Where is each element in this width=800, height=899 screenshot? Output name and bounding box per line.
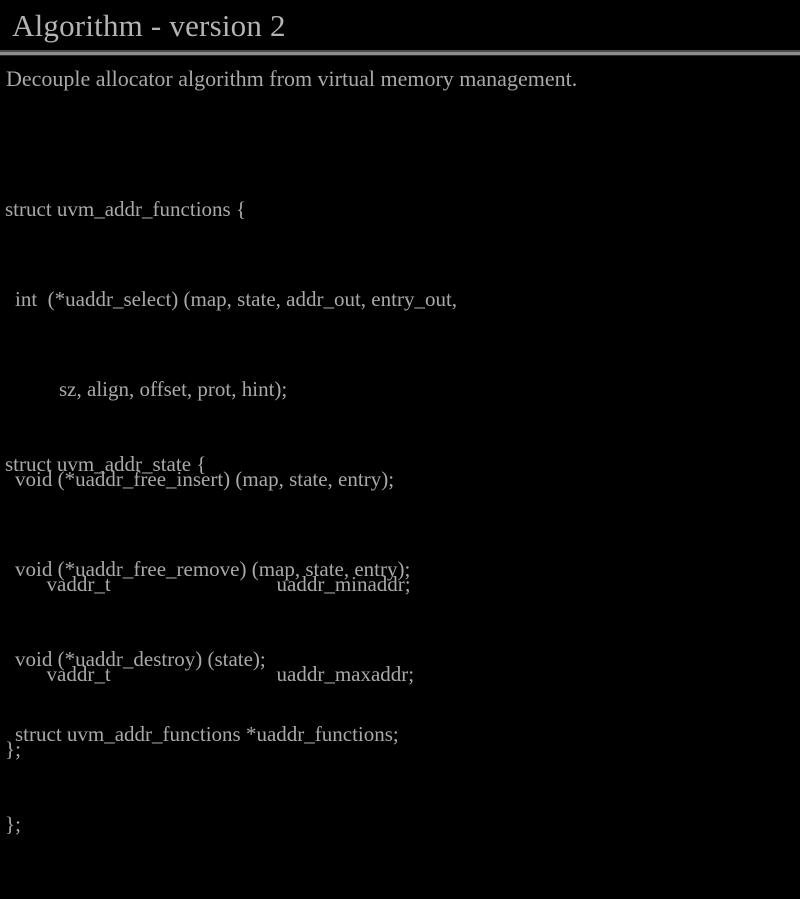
divider-dark-line — [0, 50, 800, 52]
member-type: vaddr_t — [46, 662, 111, 686]
struct-member-row: vaddr_t uaddr_minaddr; — [0, 539, 800, 596]
divider-shadow-line — [0, 55, 800, 56]
code-line: struct uvm_addr_functions { — [5, 197, 247, 221]
code-line: }; — [5, 812, 21, 836]
member-name: uaddr_minaddr; — [276, 572, 411, 596]
code-line: int (*uaddr_select) (map, state, addr_ou… — [15, 287, 458, 311]
slide: Algorithm - version 2 Decouple allocator… — [0, 8, 800, 836]
code-line: sz, align, offset, prot, hint); — [59, 377, 288, 401]
slide-subtitle: Decouple allocator algorithm from virtua… — [6, 66, 578, 91]
page-title: Algorithm - version 2 — [12, 8, 286, 43]
code-line: struct uvm_addr_functions *uaddr_functio… — [15, 722, 399, 746]
code-line: struct uvm_addr_state { — [5, 452, 207, 476]
title-divider — [0, 50, 800, 56]
code-block-uvm-addr-state: struct uvm_addr_state { vaddr_t uaddr_min… — [0, 389, 800, 899]
code-line: void (*uaddr_free_remove) (map, state, e… — [15, 557, 411, 581]
code-line: void (*uaddr_free_insert) (map, state, e… — [15, 467, 395, 491]
member-type: vaddr_t — [46, 572, 111, 596]
struct-member-row: vaddr_t uaddr_maxaddr; — [0, 629, 800, 686]
divider-light-line — [0, 52, 800, 55]
member-name: uaddr_maxaddr; — [276, 662, 415, 686]
